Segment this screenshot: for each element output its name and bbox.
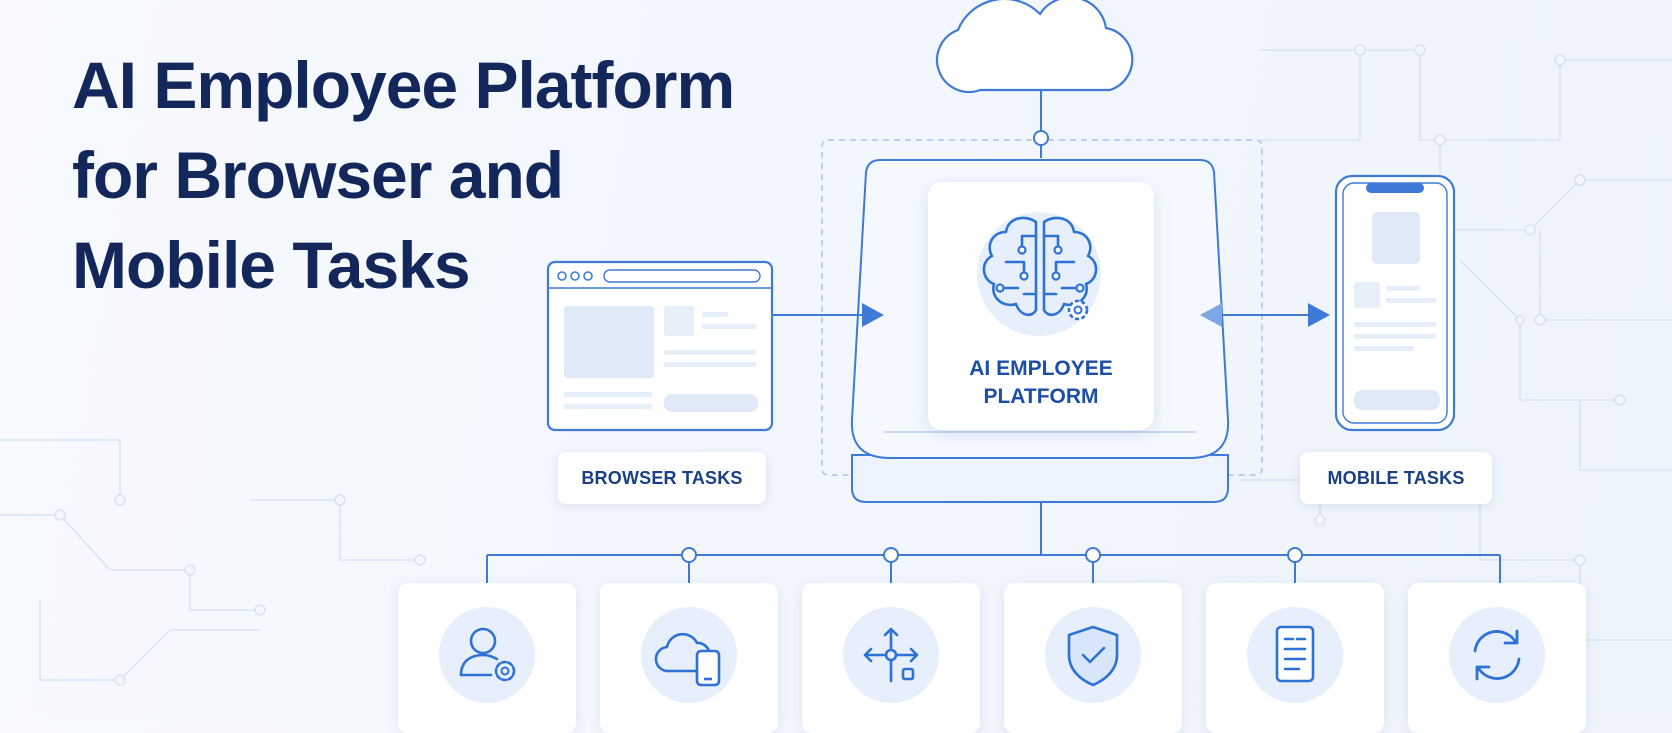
cloud-mobile-icon (641, 607, 737, 703)
browser-tasks-label: BROWSER TASKS (558, 452, 766, 504)
document-list-icon (1247, 607, 1343, 703)
ai-platform-label: AI EMPLOYEE PLATFORM (928, 355, 1154, 411)
service-tree (486, 502, 1501, 583)
workflow-arrows-icon (843, 607, 939, 703)
service-tree-nodes (681, 547, 1303, 563)
service-card-document (1206, 583, 1384, 733)
headline-line-3: Mobile Tasks (72, 228, 471, 302)
ai-platform-label-line-1: AI EMPLOYEE (969, 357, 1113, 380)
sync-icon (1449, 607, 1545, 703)
mobile-arrow-head-right (1308, 303, 1330, 327)
brain-gear-icon (1067, 299, 1089, 321)
headline-line-1: AI Employee Platform (72, 48, 735, 122)
brain-circuit-icon (977, 212, 1101, 336)
security-shield-icon (1045, 607, 1141, 703)
browser-arrow-head (862, 303, 884, 327)
browser-window (546, 260, 774, 432)
cloud-icon (936, 0, 1134, 93)
service-card-cloud-mobile (600, 583, 778, 733)
service-card-sync (1408, 583, 1586, 733)
phone-device (1334, 174, 1456, 432)
service-card-workflow (802, 583, 980, 733)
cloud-connector-node (1033, 130, 1049, 146)
headline-line-2: for Browser and (72, 138, 564, 212)
mobile-tasks-label: MOBILE TASKS (1300, 452, 1492, 504)
background-circuit-nodes (54, 44, 1626, 686)
ai-platform-label-line-2: PLATFORM (983, 385, 1099, 408)
headline: AI Employee Platform for Browser and Mob… (72, 40, 735, 310)
user-gear-icon (439, 607, 535, 703)
mobile-arrow-head-left (1200, 303, 1222, 327)
service-card-security (1004, 583, 1182, 733)
service-card-user (398, 583, 576, 733)
